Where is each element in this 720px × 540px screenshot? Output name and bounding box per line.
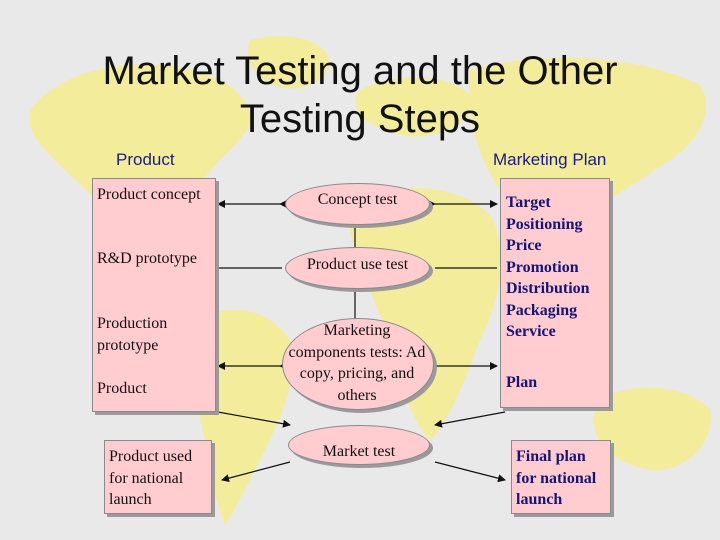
concept-test-oval bbox=[285, 183, 430, 225]
plan-item-positioning: Positioning bbox=[506, 215, 583, 233]
arrow-market-to-final-product bbox=[221, 461, 291, 483]
plan-item-packaging: Packaging bbox=[506, 301, 578, 319]
plan-item-promotion: Promotion bbox=[506, 258, 579, 276]
arrow-product-to-market bbox=[217, 411, 291, 428]
plan-label: Plan bbox=[506, 374, 538, 391]
plan-item-distribution: Distribution bbox=[506, 280, 590, 297]
product-stage-rnd-prototype: R&D prototype bbox=[97, 250, 197, 267]
plan-items-list: Target Positioning Price Promotion Distr… bbox=[506, 192, 606, 343]
market-test-label: Market test bbox=[322, 443, 396, 460]
australia-shape bbox=[593, 387, 711, 470]
plan-item-service: Service bbox=[506, 323, 556, 340]
greenland-shape bbox=[248, 36, 330, 89]
north-america-shape bbox=[29, 64, 251, 249]
product-stage-product: Product bbox=[97, 380, 147, 397]
page-title-line1: Market Testing and the Other bbox=[102, 49, 618, 93]
marketing-plan-header: Marketing Plan bbox=[493, 150, 607, 169]
concept-test-label: Concept test bbox=[317, 191, 398, 208]
final-plan-box bbox=[511, 440, 611, 514]
plan-item-price: Price bbox=[506, 237, 542, 254]
product-stages-box bbox=[92, 178, 216, 412]
product-stage-concept: Product concept bbox=[97, 186, 201, 203]
product-use-test-oval bbox=[285, 247, 430, 289]
arrow-market-to-final-plan bbox=[434, 461, 506, 483]
product-final-box bbox=[104, 440, 212, 514]
product-header: Product bbox=[116, 150, 175, 169]
marketing-components-label: Marketing components tests: Ad copy, pri… bbox=[288, 322, 426, 404]
product-use-test-label: Product use test bbox=[306, 256, 409, 273]
product-final-text: Product used for national launch bbox=[109, 448, 193, 508]
page-title-line2: Testing Steps bbox=[239, 97, 481, 141]
marketing-plan-box bbox=[500, 178, 610, 408]
plan-item-target: Target bbox=[506, 194, 551, 211]
market-test-oval bbox=[288, 425, 430, 465]
product-stage-production-prototype: Production prototype bbox=[97, 315, 168, 354]
final-plan-text: Final plan for national launch bbox=[516, 448, 597, 508]
arrow-plan-to-market bbox=[434, 411, 506, 428]
europe-shape bbox=[355, 77, 473, 137]
